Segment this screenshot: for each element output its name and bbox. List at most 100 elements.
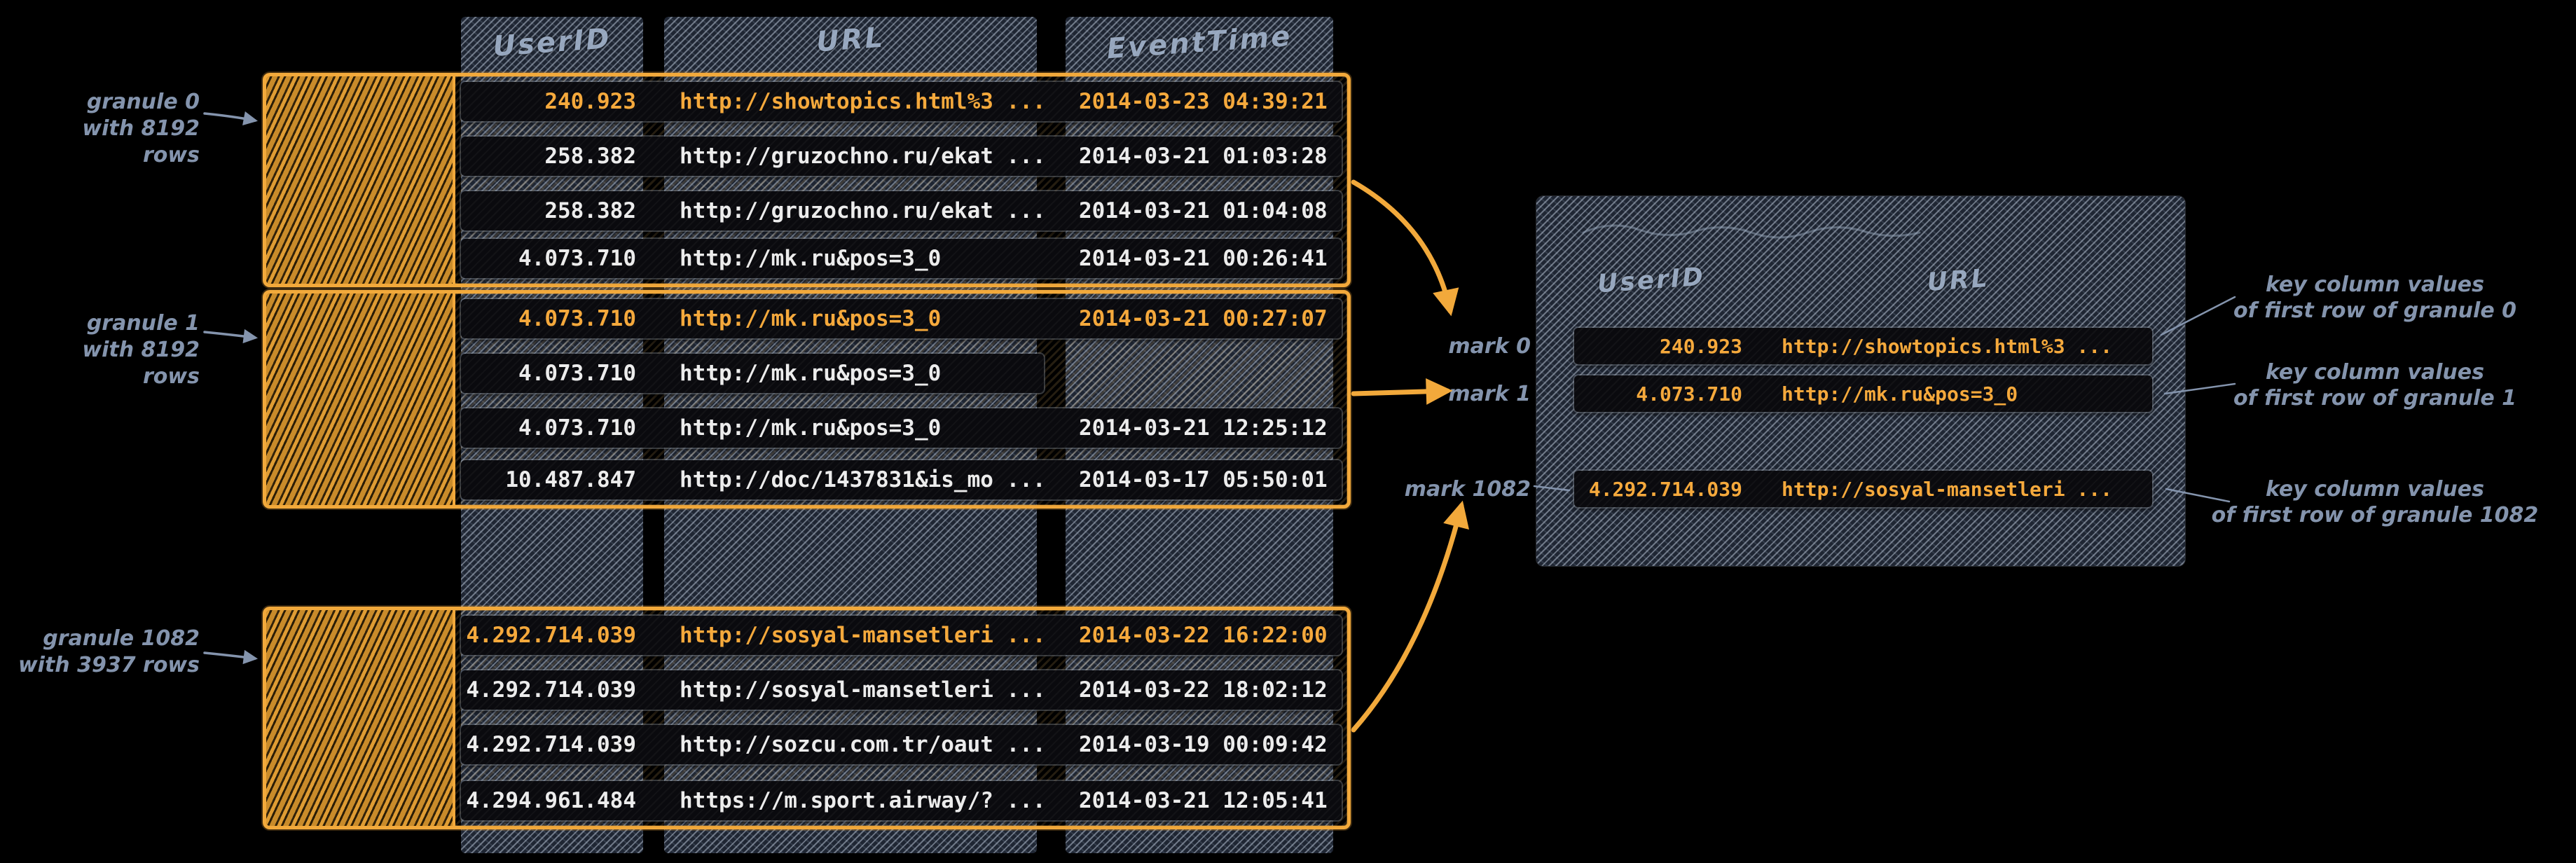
table-row: 4.073.710 http://mk.ru&pos=3_0 2014-03-2… [461,408,1342,448]
cell-eventtime: 2014-03-21 01:04:08 [1079,198,1328,223]
cell-url: http://showtopics.html%3 ... [1782,334,2113,358]
cell-url: http://doc/1437831&is_mo ... [680,467,1046,492]
row-strip [1574,328,2152,364]
cell-url: http://gruzochno.ru/ekat ... [680,198,1046,223]
cell-eventtime: 2014-03-21 01:03:28 [1079,144,1328,169]
cell-eventtime: 2014-03-21 12:05:41 [1079,788,1328,813]
annotation-granule-1: key column values of first row of granul… [2233,360,2516,410]
table-row: 4.292.714.039 http://sosyal-mansetleri .… [461,616,1342,655]
row-strip [461,408,1342,448]
table-row: 4.294.961.484 https://m.sport.airway/? .… [461,781,1342,820]
granule-1-label: granule 1 with 8192 rows [82,311,200,389]
cell-userid: 4.294.961.484 [466,788,636,813]
annotation-granule-1082: key column values of first row of granul… [2211,477,2539,527]
row-gap [461,710,1342,725]
hidden-rows-gap [461,448,1342,460]
granule-1-rows: 4.073.710 http://mk.ru&pos=3_0 2014-03-2… [455,294,1347,505]
cell-userid: 258.382 [544,198,636,223]
mark-row: 4.292.714.039 http://sosyal-mansetleri .… [1574,471,2152,507]
mark-row: 240.923 http://showtopics.html%3 ... [1574,328,2152,364]
mark-1-label: mark 1 [1448,382,1531,406]
arrow-granule0-to-mark0 [1351,179,1459,317]
arrow-label-granule1 [203,329,259,344]
granule-1082-box: 4.292.714.039 http://sosyal-mansetleri .… [263,607,1351,829]
hidden-rows-gap [461,230,1342,239]
cell-userid: 10.487.847 [505,467,636,492]
cell-eventtime: 2014-03-21 12:25:12 [1079,415,1328,441]
cell-userid: 4.073.710 [518,306,636,331]
row-strip [461,670,1342,710]
granule-1082-rows: 4.292.714.039 http://sosyal-mansetleri .… [455,610,1347,826]
primary-index-panel: UserID URL 240.923 http://showtopics.htm… [1536,196,2185,566]
cell-userid: 4.073.710 [518,361,636,386]
cell-userid: 4.292.714.039 [466,732,636,757]
arrow-granule1082-to-mark1082 [1351,500,1469,733]
cell-userid: 240.923 [544,89,636,114]
mark-row: 4.073.710 http://mk.ru&pos=3_0 [1574,375,2152,412]
table-row: 4.073.710 http://mk.ru&pos=3_0 [461,354,1342,393]
table-row: 258.382 http://gruzochno.ru/ekat ... 201… [461,191,1342,230]
row-strip [461,725,1342,764]
cell-url: http://sosyal-mansetleri ... [680,677,1046,703]
cell-userid: 4.073.710 [518,246,636,271]
arrow-label-granule1082 [203,649,259,665]
cell-eventtime: 2014-03-21 00:26:41 [1079,246,1328,271]
granule-1082-label: granule 1082 with 3937 rows [18,626,200,677]
table-row: 4.292.714.039 http://sosyal-mansetleri .… [461,670,1342,710]
cell-url: http://sozcu.com.tr/oaut ... [680,732,1046,757]
cell-url: http://mk.ru&pos=3_0 [1782,382,2018,406]
row-strip [1574,471,2152,507]
row-strip [461,191,1342,230]
row-strip [1574,375,2152,412]
cell-eventtime: 2014-03-21 00:27:07 [1079,306,1328,331]
annotation-granule-0: key column values of first row of granul… [2233,272,2516,323]
arrow-label-granule0 [203,111,259,126]
table-row: 4.073.710 http://mk.ru&pos=3_0 2014-03-2… [461,239,1342,278]
cell-userid: 240.923 [1659,334,1742,358]
row-gap [461,121,1342,137]
cell-userid: 4.292.714.039 [466,623,636,648]
table-row: 10.487.847 http://doc/1437831&is_mo ... … [461,460,1342,499]
cell-eventtime: 2014-03-22 16:22:00 [1079,623,1328,648]
row-gap [461,393,1342,408]
index-column-header-userid: UserID [1596,262,1707,299]
row-strip [461,616,1342,655]
cell-url: http://mk.ru&pos=3_0 [680,415,942,441]
table-row: 4.073.710 http://mk.ru&pos=3_0 2014-03-2… [461,299,1342,338]
cell-eventtime: 2014-03-23 04:39:21 [1079,89,1328,114]
cell-url: http://mk.ru&pos=3_0 [680,246,942,271]
granule-0-rows: 240.923 http://showtopics.html%3 ... 201… [455,76,1347,284]
cell-eventtime: 2014-03-17 05:50:01 [1079,467,1328,492]
cell-userid: 4.292.714.039 [1588,477,1742,501]
cell-eventtime: 2014-03-22 18:02:12 [1079,677,1328,703]
cell-url: http://gruzochno.ru/ekat ... [680,144,1046,169]
granule-0-sidebar [266,76,455,284]
hidden-rows-gap [461,764,1342,781]
granule-1082-sidebar [266,610,455,826]
table-row: 4.292.714.039 http://sozcu.com.tr/oaut .… [461,725,1342,764]
cell-url: http://showtopics.html%3 ... [680,89,1046,114]
cell-userid: 4.073.710 [518,415,636,441]
granule-1-box: 4.073.710 http://mk.ru&pos=3_0 2014-03-2… [263,290,1351,509]
row-gap [461,655,1342,670]
cell-url: http://mk.ru&pos=3_0 [680,361,942,386]
row-strip [461,354,1044,393]
cell-eventtime: 2014-03-19 00:09:42 [1079,732,1328,757]
granule-1-sidebar [266,294,455,505]
row-gap [461,338,1342,354]
row-strip [461,82,1342,121]
row-strip [461,299,1342,338]
granule-0-label: granule 0 with 8192 rows [82,90,200,167]
cell-url: https://m.sport.airway/? ... [680,788,1046,813]
cell-userid: 258.382 [544,144,636,169]
row-strip [461,460,1342,499]
table-row: 240.923 http://showtopics.html%3 ... 201… [461,82,1342,121]
cell-url: http://sosyal-mansetleri ... [680,623,1046,648]
mark-0-label: mark 0 [1448,334,1531,359]
granule-0-box: 240.923 http://showtopics.html%3 ... 201… [263,73,1351,287]
row-strip [461,239,1342,278]
cell-url: http://sosyal-mansetleri ... [1782,477,2113,501]
row-gap [461,176,1342,191]
mark-1082-label: mark 1082 [1404,477,1531,502]
